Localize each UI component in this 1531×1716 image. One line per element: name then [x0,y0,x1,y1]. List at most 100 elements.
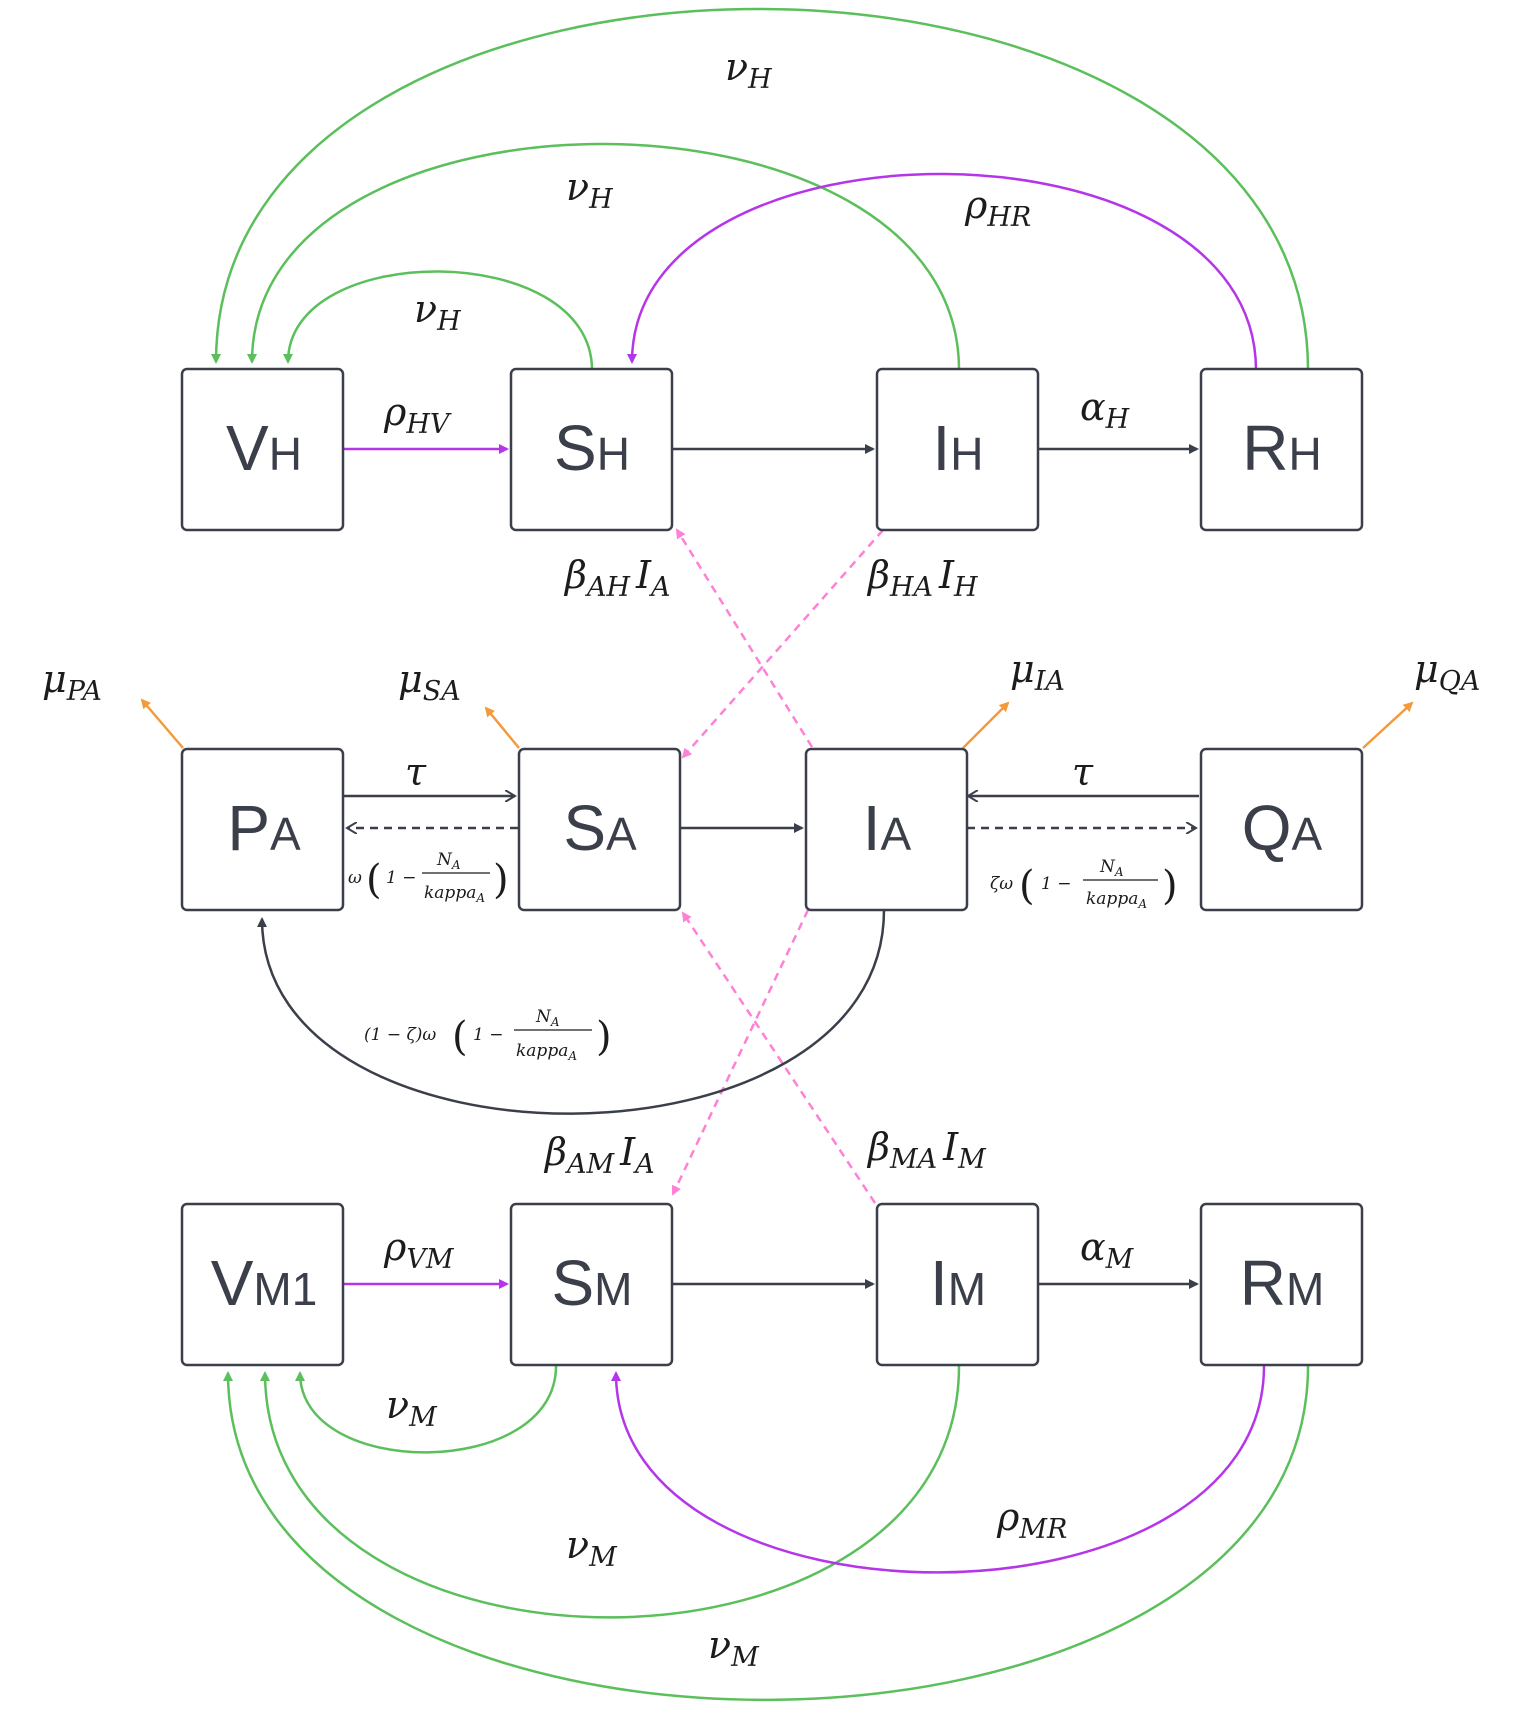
edge-IH-to-SA [681,529,884,759]
formula-zeta-omega: ζω ( 1 − NA kappaA ) [990,857,1178,911]
edge-SH-to-VH [283,270,594,371]
node-RM-main: R [1240,1247,1286,1319]
node-SH-main: S [554,412,597,484]
edge-PA-mortality [140,698,184,749]
node-RM-sub: M [1286,1263,1324,1315]
svg-text:RH: RH [1242,412,1321,484]
formula-omega-prefix: ω [348,868,362,888]
label-rho-HV: ρHV [383,390,452,440]
node-SA-main: S [563,792,606,864]
edge-RH-to-VH [211,7,1310,371]
formula-one-minus-zeta-oneminus: 1 − [473,1025,503,1045]
formula-zeta-omega-prefix: ζω [990,874,1013,894]
label-nu-M-outer: νM [708,1623,760,1673]
svg-text:VH: VH [226,412,302,484]
node-IA: IA [804,747,969,912]
node-SH-sub: H [597,428,630,480]
edge-IA-to-SM [671,909,810,1196]
label-nu-H-outer: νH [725,45,772,95]
formula-omega: ω ( 1 − NA kappaA ) [348,850,509,905]
node-PA-main: P [227,792,270,864]
edge-IA-to-PA [257,909,886,1115]
node-SA: SA [517,747,682,912]
svg-text:IA: IA [863,792,912,864]
edge-QA-mortality [1362,701,1414,749]
edge-IA-mortality [962,701,1010,749]
edge-IH-to-VH [247,142,961,371]
node-RH: RH [1199,367,1364,532]
label-alpha-H: αH [1080,385,1130,435]
edge-RM-to-SM [611,1365,1266,1574]
label-rho-MR: ρMR [996,1495,1067,1545]
node-VH-sub: H [269,428,302,480]
node-IH: IH [875,367,1040,532]
node-IA-main: I [863,792,881,864]
svg-text:IH: IH [932,412,983,484]
svg-text:RM: RM [1240,1247,1325,1319]
formula-omega-oneminus: 1 − [386,868,416,888]
node-VH: VH [180,367,345,532]
node-VM1-main: V [211,1247,254,1319]
formula-one-minus-zeta-den: kappaA [516,1041,577,1063]
node-QA-sub: A [1292,808,1323,860]
label-nu-H-middle: νH [566,165,613,215]
formula-zeta-omega-rparen: ) [1162,863,1178,909]
label-nu-M-inner: νM [386,1383,438,1433]
edge-SM-to-VM1 [295,1365,558,1454]
label-nu-H-inner: νH [414,287,461,337]
svg-text:IM: IM [930,1247,986,1319]
node-RH-main: R [1242,412,1288,484]
edge-IM-to-SA [681,911,877,1204]
node-QA: QA [1199,747,1364,912]
node-IM: IM [875,1202,1040,1367]
formula-omega-num: NA [436,850,461,872]
node-SH: SH [509,367,674,532]
formula-zeta-omega-lparen: ( [1019,863,1035,909]
svg-text:SA: SA [563,792,637,864]
node-VM1: VM1 [180,1202,345,1367]
node-SM: SM [509,1202,674,1367]
node-SA-sub: A [606,808,637,860]
node-RM: RM [1199,1202,1364,1367]
node-SM-sub: M [594,1263,632,1315]
formula-zeta-omega-oneminus: 1 − [1041,874,1071,894]
label-rho-VM: ρVM [383,1225,455,1275]
label-rho-HR: ρHR [964,183,1031,233]
node-QA-main: Q [1242,792,1292,864]
node-IM-sub: M [948,1263,986,1315]
node-VM1-sub: M1 [253,1263,317,1315]
edge-RM-to-VM1 [223,1365,1310,1702]
formula-zeta-omega-num: NA [1099,857,1124,879]
label-alpha-M: αM [1080,1225,1135,1275]
label-mu-IA: μIA [1010,647,1065,697]
svg-text:QA: QA [1242,792,1323,864]
node-IA-sub: A [881,808,912,860]
edge-RH-to-SH [627,172,1258,371]
formula-one-minus-zeta-num: NA [535,1007,560,1029]
formula-zeta-omega-den: kappaA [1086,889,1147,911]
node-VH-main: V [226,412,269,484]
formula-omega-rparen: ) [493,857,509,903]
node-IH-sub: H [950,428,983,480]
label-tau-left: τ [405,750,427,794]
formula-omega-lparen: ( [366,857,382,903]
edge-IA-to-SH [675,528,814,748]
label-mu-QA: μQA [1414,647,1480,697]
svg-text:SM: SM [551,1247,632,1319]
node-RH-sub: H [1288,428,1321,480]
svg-text:VM1: VM1 [211,1247,318,1319]
edge-SA-mortality [484,706,520,749]
label-mu-SA: μSA [398,657,461,707]
label-nu-M-middle: νM [566,1523,618,1573]
label-tau-right: τ [1072,750,1094,794]
formula-one-minus-zeta-lparen: ( [452,1014,468,1060]
node-IH-main: I [932,412,950,484]
svg-text:PA: PA [227,792,301,864]
formula-one-minus-zeta: (1 − ζ)ω ( 1 − NA kappaA ) [364,1007,612,1063]
